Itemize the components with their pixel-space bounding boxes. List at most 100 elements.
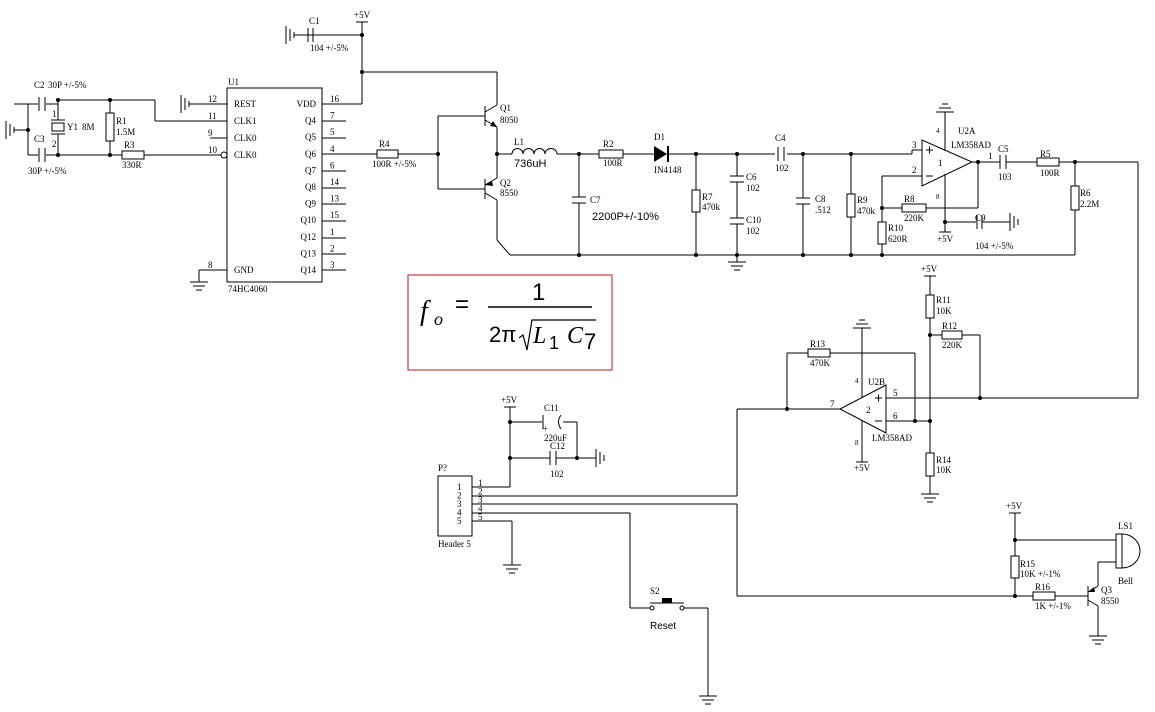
vcc-label-header: +5V bbox=[501, 395, 518, 405]
u1-pin-number: 9 bbox=[208, 128, 213, 138]
transistor-q2 bbox=[484, 177, 498, 201]
r1-ref: R1 bbox=[116, 116, 127, 126]
c11-value: 220uF bbox=[544, 433, 567, 443]
u1-pin-number: 1 bbox=[330, 227, 335, 237]
r3-value: 330R bbox=[122, 160, 142, 170]
u2b-type: LM358AD bbox=[872, 433, 912, 443]
c2-ref: C2 bbox=[34, 80, 45, 90]
d1-value: IN4148 bbox=[654, 165, 682, 175]
formula-equals: = bbox=[455, 291, 469, 318]
q3-ref: Q3 bbox=[1101, 585, 1112, 595]
formula-box: f o = 1 2π L 1 C 7 bbox=[407, 274, 613, 371]
c3-ref: C3 bbox=[34, 134, 45, 144]
s2-ref: S2 bbox=[650, 586, 660, 596]
formula-f-sub: o bbox=[434, 309, 443, 329]
c1-value: 104 +/-5% bbox=[310, 43, 349, 53]
r4-value: 100R +/-5% bbox=[372, 159, 417, 169]
r15-ref: R15 bbox=[1020, 559, 1036, 569]
c9-ref: C9 bbox=[975, 213, 986, 223]
ls1-value: Bell bbox=[1118, 576, 1133, 586]
header-pin-inner: 2 bbox=[457, 491, 462, 501]
p7-value: Header 5 bbox=[438, 539, 471, 549]
c11-plus: + bbox=[543, 424, 548, 434]
u1-pin-name: VDD bbox=[297, 99, 317, 109]
header-pin-outer: 5 bbox=[478, 512, 483, 522]
u2b-pin-g: 8 bbox=[855, 439, 859, 447]
c8-ref: C8 bbox=[815, 194, 826, 204]
u1-pin-number: 8 bbox=[208, 260, 213, 270]
r3-ref: R3 bbox=[124, 140, 135, 150]
u2b-unit: 2 bbox=[866, 405, 871, 415]
u1-pin-number: 15 bbox=[330, 210, 340, 220]
u1-pin-name: Q14 bbox=[301, 265, 317, 275]
y1-ref: Y1 bbox=[67, 122, 78, 132]
capacitor-symbols bbox=[38, 28, 1007, 465]
c4-value: 102 bbox=[775, 163, 789, 173]
formula-2pi: 2π bbox=[489, 322, 516, 347]
d1-ref: D1 bbox=[654, 132, 665, 142]
q1-value: 8050 bbox=[500, 115, 519, 125]
u1-pin-name: Q6 bbox=[305, 149, 316, 159]
r16-value: 1K +/-1% bbox=[1035, 601, 1071, 611]
diode-d1 bbox=[654, 146, 669, 162]
reset-switch-s2[interactable] bbox=[649, 598, 685, 611]
u2a-unit: 1 bbox=[938, 158, 943, 168]
formula-l-sub: 1 bbox=[549, 333, 559, 353]
r14-value: 10K bbox=[936, 465, 952, 475]
u1-pin-number: 16 bbox=[330, 94, 340, 104]
vcc-label-r11: +5V bbox=[921, 264, 938, 274]
header-pin-inner: 4 bbox=[457, 508, 462, 518]
bell-ls1 bbox=[1115, 533, 1141, 569]
formula-f: f bbox=[420, 296, 431, 327]
r5-ref: R5 bbox=[1040, 149, 1051, 159]
header-p7 bbox=[437, 475, 473, 537]
u2b-pin-minus: 6 bbox=[893, 411, 898, 421]
u1-pin-number: 14 bbox=[330, 177, 340, 187]
c1-ref: C1 bbox=[309, 16, 320, 26]
u1-pin-number: 10 bbox=[208, 145, 218, 155]
u1-pin-name: Q5 bbox=[305, 132, 316, 142]
u1-pin-name: CLK0 bbox=[234, 133, 257, 143]
component-labels: C1 104 +/-5% U1 74HC4060 C2 30P +/-5% C3… bbox=[28, 16, 1133, 632]
header-pin-outer: 2 bbox=[478, 487, 483, 497]
c6-value: 102 bbox=[746, 183, 760, 193]
r10-value: 620R bbox=[888, 234, 908, 244]
u1-pin-number: 7 bbox=[330, 111, 335, 121]
u1-pin-number: 4 bbox=[330, 144, 335, 154]
u1-pin-name: GND bbox=[234, 265, 254, 275]
u1-pin-name: Q9 bbox=[305, 199, 316, 209]
c12-ref: C12 bbox=[550, 441, 565, 451]
header-pin-outer: 4 bbox=[478, 504, 483, 514]
u1-pin-name: Q8 bbox=[305, 182, 316, 192]
u1-type: 74HC4060 bbox=[228, 284, 268, 294]
u2b-ref: U2B bbox=[868, 377, 885, 387]
c5-value: 103 bbox=[998, 172, 1012, 182]
q2-ref: Q2 bbox=[500, 178, 511, 188]
header-pin-outer: 1 bbox=[478, 478, 483, 488]
c7-ref: C7 bbox=[590, 195, 601, 205]
r2-ref: R2 bbox=[603, 139, 614, 149]
u2a-pin-out: 1 bbox=[988, 151, 993, 161]
header-pin-inner: 5 bbox=[457, 516, 462, 526]
vcc-label-u2a: +5V bbox=[937, 234, 954, 244]
opamp-pin-labels: 3 2 1 4 8 1 5 6 7 4 8 2 bbox=[830, 127, 993, 447]
r9-ref: R9 bbox=[857, 195, 868, 205]
u1-pin-name: CLK0 bbox=[234, 150, 257, 160]
u2a-type: LM358AD bbox=[951, 140, 991, 150]
u1-chip bbox=[220, 87, 323, 283]
c7-value: 2200P+/-10% bbox=[592, 211, 659, 223]
wires bbox=[14, 22, 1139, 696]
header-pin-outer: 3 bbox=[478, 495, 483, 505]
u1-pin-name: Q10 bbox=[301, 215, 317, 225]
r15-value: 10K +/-1% bbox=[1020, 569, 1061, 579]
q1-ref: Q1 bbox=[500, 103, 511, 113]
r6-value: 2.2M bbox=[1080, 199, 1099, 209]
u1-pin-number: 2 bbox=[330, 243, 335, 253]
crystal-y1 bbox=[51, 119, 65, 135]
u1-pin-name: Q12 bbox=[301, 232, 317, 242]
r7-ref: R7 bbox=[702, 192, 713, 202]
u1-pin-number: 12 bbox=[208, 94, 217, 104]
c9-value: 104 +/-5% bbox=[975, 241, 1014, 251]
c2-value: 30P +/-5% bbox=[48, 80, 87, 90]
